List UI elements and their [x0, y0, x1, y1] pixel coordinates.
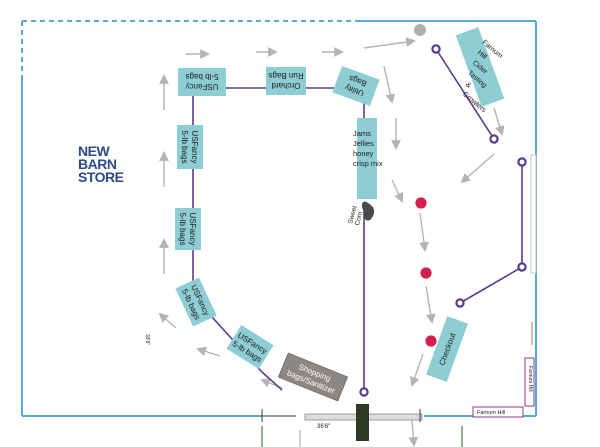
svg-text:NEW: NEW	[78, 143, 110, 159]
svg-text:BARN: BARN	[78, 156, 117, 172]
flow-arrow	[410, 353, 424, 387]
flow-arrow	[419, 212, 429, 252]
bin-left-3: USFancy 5-lb bags	[175, 277, 217, 327]
flow-arrow	[363, 37, 416, 49]
stanchion-post	[517, 262, 527, 272]
svg-text:USFancy: USFancy	[188, 213, 197, 246]
flow-arrow	[425, 285, 436, 324]
door-mat	[356, 404, 369, 441]
stanchion-post	[517, 157, 527, 167]
shopping-bags-station: Shopping bags/Sanitizer	[277, 352, 349, 402]
svg-text:USFancy: USFancy	[190, 131, 199, 164]
floor-marker	[415, 197, 427, 209]
bin-left-2: USFancy 5-lb bags	[175, 208, 201, 250]
corn-icon	[361, 201, 375, 221]
dimension-bottom: 36'6"	[317, 424, 330, 430]
svg-text:&: &	[464, 81, 472, 90]
flow-arrow	[460, 153, 495, 184]
svg-text:Sweet: Sweet	[347, 205, 358, 224]
bin-top-middle: Orchard Run Bags	[266, 67, 306, 95]
flow-arrow	[196, 346, 221, 357]
svg-text:Farnum Hill: Farnum Hill	[527, 366, 533, 392]
dimension-side: 33'6"	[144, 334, 150, 345]
bin-bottom-left: USFancy 5-lb bags	[226, 325, 274, 369]
store-walls	[21, 20, 537, 417]
floor-markers	[415, 197, 437, 347]
stanchion-posts	[359, 44, 527, 397]
flow-arrow	[383, 65, 396, 104]
stanchion-post	[455, 298, 465, 308]
svg-text:STORE: STORE	[78, 169, 124, 185]
checkout-counter: Checkout	[426, 316, 468, 382]
store-name: NEW BARN STORE	[78, 143, 124, 185]
bin-left-1: USFancy 5-lb bags	[177, 125, 203, 169]
right-wall-window	[530, 154, 537, 274]
entrance	[261, 404, 463, 447]
floor-marker	[425, 335, 437, 347]
bin-top-left: USFancy 5-lb bags	[178, 68, 226, 96]
sweet-corn-display: Sweet Corn	[347, 201, 375, 227]
bin-cider-tasting: Farnum Hill Cider Tasting & Growlers	[455, 27, 505, 115]
support-column	[414, 24, 426, 36]
svg-text:5-lb bags: 5-lb bags	[178, 213, 187, 246]
stanchion-post	[431, 44, 441, 54]
bin-top-right: Utility Bags	[332, 66, 380, 106]
svg-text:Orchard: Orchard	[272, 81, 301, 90]
stanchion-post	[359, 387, 369, 397]
svg-text:Jams: Jams	[353, 129, 371, 138]
flow-arrow	[408, 419, 419, 447]
floor-marker	[420, 267, 432, 279]
svg-text:honey: honey	[353, 149, 374, 158]
stanchion-post	[489, 134, 499, 144]
svg-text:5-lb bags: 5-lb bags	[180, 131, 189, 164]
svg-text:Run Bags: Run Bags	[268, 71, 303, 80]
svg-text:Farnum Hill: Farnum Hill	[477, 410, 505, 416]
svg-text:5-lb bags: 5-lb bags	[186, 72, 219, 81]
svg-text:USFancy: USFancy	[186, 82, 219, 91]
flow-arrow	[391, 179, 404, 203]
svg-text:Jellies: Jellies	[353, 139, 374, 148]
farnum-hill-sign-right: Farnum Hill	[524, 357, 535, 407]
flow-arrow	[493, 107, 505, 136]
svg-text:Corn: Corn	[354, 211, 365, 227]
flow-arrow	[158, 312, 177, 329]
farnum-hill-sign-bottom: Farnum Hill	[472, 406, 524, 418]
svg-text:crisp mix: crisp mix	[353, 159, 383, 168]
svg-text:Hill: Hill	[476, 49, 488, 61]
bin-jams: Jams Jellies honey crisp mix	[353, 118, 383, 199]
